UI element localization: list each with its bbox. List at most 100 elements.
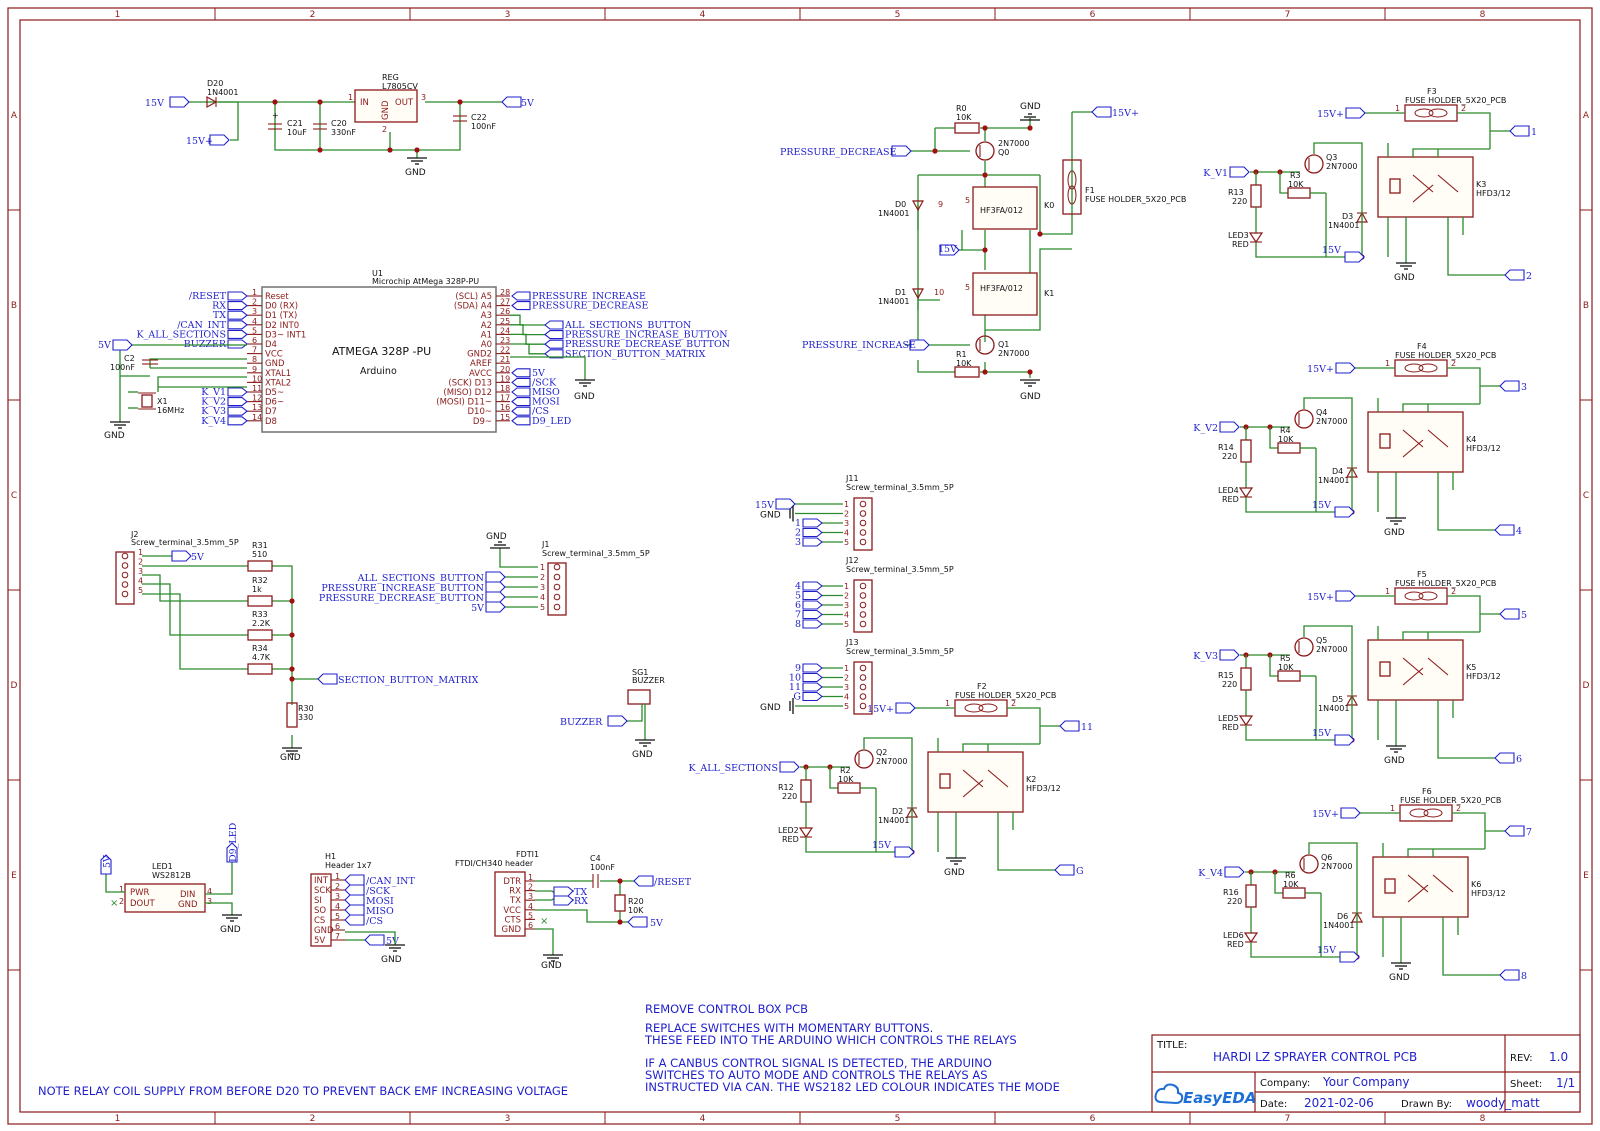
mcu-pin-name: D1 (TX) xyxy=(265,311,297,321)
net-flag-j1: PRESSURE_INCREASE_BUTTON xyxy=(321,581,506,594)
c20-value: 330nF xyxy=(331,128,356,137)
svg-text:R6: R6 xyxy=(1285,871,1296,880)
crystal-x1: X1 16MHz xyxy=(138,392,184,415)
net-flag-output: 3 xyxy=(795,537,823,548)
svg-text:510: 510 xyxy=(252,550,267,559)
net-flag-mcu-left: K_V4 xyxy=(201,416,248,427)
svg-text:K6: K6 xyxy=(1471,880,1481,889)
net-flag-mcu-left: /CAN_INT xyxy=(177,320,248,331)
svg-text:SECTION_BUTTON_MATRIX: SECTION_BUTTON_MATRIX xyxy=(338,675,479,686)
svg-text:RED: RED xyxy=(1232,240,1249,249)
svg-text:5: 5 xyxy=(252,326,257,335)
svg-text:3: 3 xyxy=(795,537,801,548)
c21-value: 10uF xyxy=(287,128,307,137)
note-line-1: REMOVE CONTROL BOX PCB xyxy=(645,1002,808,1016)
svg-text:5: 5 xyxy=(335,912,340,921)
mcu-pin-name: D10~ xyxy=(468,407,492,417)
column-marker: 2 xyxy=(310,1114,316,1124)
regulator-reg: IN OUT GND 1 3 2 REG L7805CV xyxy=(348,73,426,134)
note-line-3: THESE FEED INTO THE ARDUINO WHICH CONTRO… xyxy=(644,1033,1017,1047)
sheet-caption: Sheet: xyxy=(1510,1079,1542,1090)
svg-text:4: 4 xyxy=(252,317,257,326)
gnd-symbol: GND xyxy=(1020,102,1041,121)
svg-text:R4: R4 xyxy=(1280,426,1291,435)
svg-text:MOSI: MOSI xyxy=(532,397,560,408)
net-flag-15v-plus: 15V+ xyxy=(1307,362,1356,375)
svg-text:22: 22 xyxy=(500,346,510,355)
mcu-pin-name: AREF xyxy=(470,359,492,369)
net-flag-mcu-left: K_ALL_SECTIONS xyxy=(137,329,248,340)
net-flag-output: 7 xyxy=(1504,825,1532,838)
svg-text:24: 24 xyxy=(500,326,510,335)
svg-text:2N7000: 2N7000 xyxy=(1326,162,1357,171)
k0-value: HF3FA/012 xyxy=(980,206,1023,215)
drawn-value: woody_matt xyxy=(1466,1096,1540,1110)
svg-text:16: 16 xyxy=(500,403,510,412)
h1-pin-name: 5V xyxy=(314,936,325,946)
svg-text:RED: RED xyxy=(1227,940,1244,949)
d0-ref: D0 xyxy=(895,200,906,209)
net-flag-h1: /CAN_INT xyxy=(344,874,415,887)
svg-text:F5: F5 xyxy=(1417,570,1427,579)
svg-text:6: 6 xyxy=(528,921,533,930)
svg-text:GND: GND xyxy=(1020,102,1041,112)
led1-gnd: GND xyxy=(178,900,198,910)
svg-text:15V: 15V xyxy=(1322,245,1341,256)
column-marker: 7 xyxy=(1285,10,1291,20)
relay-k0: HF3FA/012 K0 9 5 xyxy=(938,186,1054,230)
resistor-r1: R1 10K xyxy=(954,350,980,378)
r20-ref: R20 xyxy=(628,897,644,906)
net-flag-mcu-left: K_V1 xyxy=(201,387,248,398)
svg-text:2N7000: 2N7000 xyxy=(1316,417,1347,426)
row-marker: E xyxy=(1583,871,1589,881)
h1-pin-name: CS xyxy=(314,916,325,926)
svg-text:3: 3 xyxy=(844,519,849,528)
svg-text:2: 2 xyxy=(335,882,340,891)
svg-text:PRESSURE_DECREASE: PRESSURE_DECREASE xyxy=(780,147,896,158)
column-marker: 5 xyxy=(895,10,901,20)
svg-text:8: 8 xyxy=(795,619,801,630)
svg-text:220: 220 xyxy=(1222,680,1237,689)
j2-value: Screw_terminal_3.5mm_5P xyxy=(131,538,239,547)
svg-text:2: 2 xyxy=(540,573,545,582)
svg-text:1: 1 xyxy=(844,582,849,591)
gnd-symbol: GND xyxy=(1389,962,1411,983)
svg-text:10K: 10K xyxy=(838,775,854,784)
reg-pin-in: IN xyxy=(360,98,369,108)
net-flag-mcu-left: /RESET xyxy=(189,291,248,302)
mcu-pin-name: (MOSI) D11~ xyxy=(436,398,492,408)
drawn-caption: Drawn By: xyxy=(1401,1099,1452,1110)
net-flag-mcu-right: MISO xyxy=(511,387,560,398)
svg-text:K_V3: K_V3 xyxy=(201,406,226,417)
svg-text:D4: D4 xyxy=(1332,467,1343,476)
svg-text:Screw_terminal_3.5mm_5P: Screw_terminal_3.5mm_5P xyxy=(846,647,954,656)
c4-ref: C4 xyxy=(590,854,601,863)
svg-text:5V: 5V xyxy=(521,98,534,109)
net-flag-h1-5v: 5V xyxy=(364,934,399,947)
title-block: TITLE: HARDI LZ SPRAYER CONTROL PCB REV:… xyxy=(1151,1034,1581,1113)
mcu-pin-name: XTAL1 xyxy=(265,369,291,379)
row-marker: C xyxy=(1583,491,1589,501)
mcu-pin-name: D2 INT0 xyxy=(265,321,299,331)
net-flag-output: 2 xyxy=(795,528,823,539)
svg-text:RED: RED xyxy=(782,835,799,844)
svg-text:BUZZER: BUZZER xyxy=(560,717,603,728)
svg-text:×: × xyxy=(540,916,548,927)
svg-text:2N7000: 2N7000 xyxy=(876,757,907,766)
mcu-pin-name: A1 xyxy=(481,330,492,340)
mcu-pin-name: A0 xyxy=(481,340,492,350)
svg-text:4.7K: 4.7K xyxy=(252,653,271,662)
d20-ref: D20 xyxy=(207,79,223,88)
svg-text:2: 2 xyxy=(844,510,849,519)
svg-text:9: 9 xyxy=(938,200,943,209)
svg-text:GND: GND xyxy=(381,955,402,965)
svg-text:/RESET: /RESET xyxy=(654,877,692,888)
mcu-pin-name: D6~ xyxy=(265,398,284,408)
mcu-pin-name: (SCL) A5 xyxy=(455,292,492,302)
gnd-symbol: GND xyxy=(1020,379,1041,402)
column-marker: 3 xyxy=(505,10,511,20)
